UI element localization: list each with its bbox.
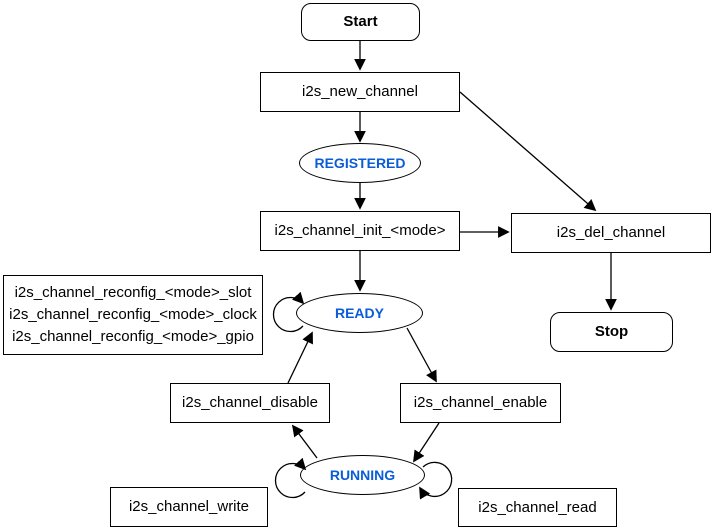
node-i2s-channel-init: i2s_channel_init_<mode> [260, 211, 460, 251]
node-i2s-channel-disable-label: i2s_channel_disable [182, 394, 318, 411]
state-ready: READY [296, 293, 423, 333]
state-running: RUNNING [300, 455, 425, 495]
node-i2s-channel-init-label: i2s_channel_init_<mode> [274, 222, 446, 239]
self-loop-running-read [419, 461, 453, 500]
state-registered-label: REGISTERED [314, 154, 406, 171]
state-ready-label: READY [334, 304, 384, 321]
node-i2s-channel-read: i2s_channel_read [458, 488, 617, 527]
reconfig-line-slot: i2s_channel_reconfig_<mode>_slot [14, 284, 252, 301]
connector-disable-to-ready [287, 331, 313, 384]
state-registered: REGISTERED [299, 143, 421, 183]
connector-running-to-disable [291, 424, 318, 459]
connector-enable-to-running [413, 422, 440, 463]
node-i2s-channel-write: i2s_channel_write [110, 487, 268, 527]
reconfig-line-gpio: i2s_channel_reconfig_<mode>_gpio [12, 328, 254, 345]
node-i2s-channel-disable: i2s_channel_disable [170, 383, 330, 423]
connector-new-channel-to-del-channel [459, 91, 597, 212]
node-i2s-channel-read-label: i2s_channel_read [478, 498, 597, 516]
node-i2s-channel-write-label: i2s_channel_write [128, 498, 250, 515]
state-running-label: RUNNING [329, 466, 396, 483]
node-i2s-channel-enable: i2s_channel_enable [400, 383, 561, 423]
node-i2s-del-channel-label: i2s_del_channel [556, 224, 666, 241]
node-i2s-channel-enable-label: i2s_channel_enable [413, 394, 548, 411]
connector-ready-to-enable [406, 327, 437, 383]
self-loop-running-write [274, 457, 307, 499]
node-start: Start [301, 3, 420, 41]
node-i2s-channel-reconfig: i2s_channel_reconfig_<mode>_slot i2s_cha… [3, 275, 263, 355]
node-i2s-new-channel-label: i2s_new_channel [302, 83, 418, 100]
node-i2s-new-channel: i2s_new_channel [260, 72, 460, 112]
node-stop: Stop [550, 312, 673, 352]
node-i2s-del-channel: i2s_del_channel [511, 213, 711, 253]
node-stop-label: Stop [594, 323, 629, 340]
reconfig-line-clock: i2s_channel_reconfig_<mode>_clock [9, 306, 257, 323]
node-start-label: Start [343, 13, 378, 30]
